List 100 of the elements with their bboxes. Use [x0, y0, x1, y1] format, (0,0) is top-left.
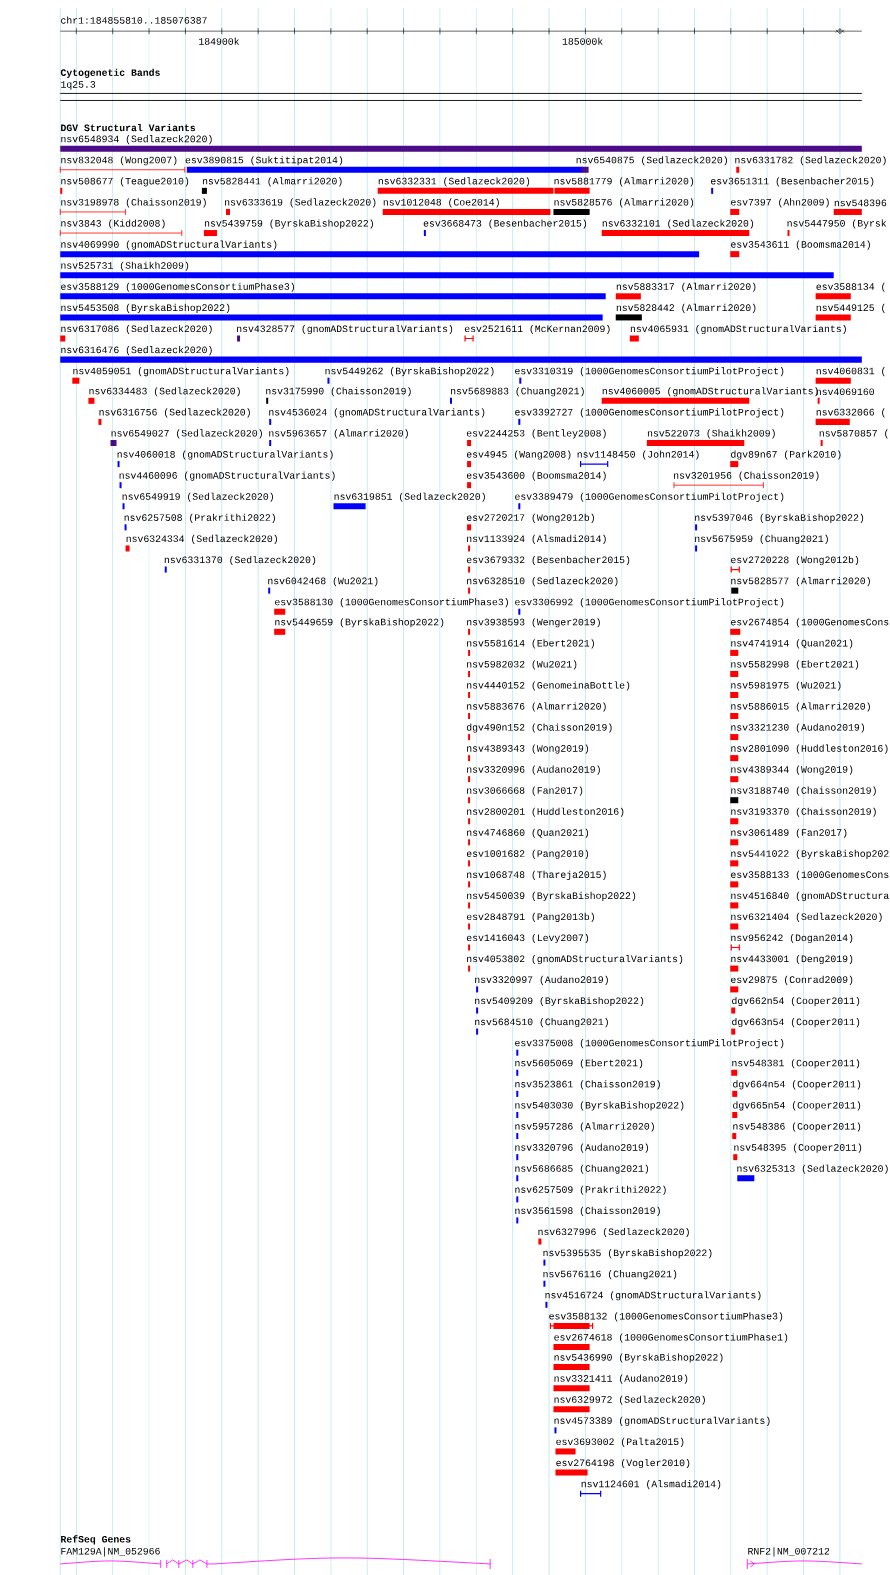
variant-label: nsv3938593 (Wenger2019)	[467, 618, 600, 628]
variant-label: nsv3175990 (Chaisson2019)	[266, 387, 411, 397]
variant-label: nsv4433001 (Deng2019)	[731, 954, 853, 965]
variant-label: nsv4573389 (gnomADStructuralVariants)	[554, 1416, 770, 1426]
variant-label: esv2521611 (McKernan2009)	[464, 324, 610, 335]
variant-label: esv3679332 (Besenbacher2015)	[466, 555, 630, 566]
variant-label: nsv5870857 (	[819, 429, 888, 439]
position-label: chr1:184855810..185076387	[61, 16, 207, 24]
variant-label: nsv548396	[834, 199, 887, 207]
variant-label: esv3588130 (1000GenomesConsortiumPhase3)	[275, 598, 508, 608]
variant-label: nsv3561598 (Chaisson2019)	[515, 1206, 660, 1216]
variant-label: nsv6316756 (Sedlazeck2020)	[99, 408, 250, 418]
variant-label: dgv663n54 (Cooper2011)	[732, 1018, 860, 1028]
variant-label: nsv4053802 (gnomADStructuralVariants)	[467, 954, 683, 965]
variant-label: nsv6549027 (Sedlazeck2020)	[111, 429, 262, 439]
variant-label: nsv4069160	[816, 388, 875, 396]
variant-label: nsv5957286 (Almarri2020)	[515, 1122, 654, 1132]
band-label: 1q25.3	[61, 81, 96, 90]
variant-label: nsv3320796 (Audano2019)	[515, 1143, 649, 1153]
variant-label: nsv956242 (Dogan2014)	[731, 933, 853, 944]
variant-label: nsv6257509 (Prakrithi2022)	[515, 1185, 666, 1195]
variant-label: nsv6332066 (	[816, 408, 885, 418]
variant-label: nsv1124601 (Alsmadi2014)	[581, 1480, 721, 1490]
variant-label: nsv6540875 (Sedlazeck2020)	[576, 156, 727, 166]
variant-label: nsv6328510 (Sedlazeck2020)	[467, 577, 618, 587]
variant-label: nsv5981975 (Wu2021)	[731, 681, 841, 691]
variant-label: nsv6257508 (Prakrithi2022)	[124, 513, 275, 523]
variant-label: esv2244253 (Bentley2008)	[466, 429, 606, 439]
variant-label: nsv5605069 (Ebert2021)	[515, 1059, 643, 1069]
variant-label: esv3651311 (Besenbacher2015)	[711, 177, 874, 187]
variant-label: nsv548395 (Cooper2011)	[734, 1143, 862, 1153]
variant-label: nsv522073 (Shaikh2009)	[647, 429, 775, 439]
variant-label: nsv5828442 (Almarri2020)	[616, 303, 756, 313]
variant-label: esv2674854 (1000GenomesCons	[731, 618, 889, 628]
variant-label: esv3375008 (1000GenomesConsortiumPilotProject)	[515, 1039, 784, 1049]
variant-label: nsv5436990 (ByrskaBishop2022)	[554, 1353, 723, 1363]
variant-label: nsv5397046 (ByrskaBishop2022)	[695, 513, 864, 523]
variant-label: nsv5450039 (ByrskaBishop2022)	[467, 891, 636, 901]
track-title: Cytogenetic Bands	[60, 68, 160, 78]
variant-label: nsv3320997 (Audano2019)	[475, 975, 608, 985]
variant-label: nsv4065931 (gnomADStructuralVariants)	[630, 324, 846, 335]
variant-label: esv2720217 (Wong2012b)	[466, 513, 594, 523]
variant-label: esv7397 (Ahn2009)	[731, 198, 829, 208]
variant-label: nsv4060018 (gnomADStructuralVariants)	[117, 450, 333, 460]
variant-label: nsv6325313 (Sedlazeck2020)	[737, 1164, 888, 1174]
variant-label: nsv3061489 (Fan2017)	[731, 828, 847, 838]
variant-label: nsv3523861 (Chaisson2019)	[515, 1080, 660, 1090]
variant-label: nsv6319851 (Sedlazeck2020)	[334, 492, 485, 502]
variant-label: nsv3066668 (Fan2017)	[467, 786, 583, 796]
variant-label: nsv1068748 (Thareja2015)	[467, 870, 606, 880]
variant-label: nsv525731 (Shaikh2009)	[61, 261, 189, 271]
variant-label: nsv5439759 (ByrskaBishop2022)	[205, 219, 373, 229]
variant-label: nsv6549919 (Sedlazeck2020)	[122, 492, 273, 502]
variant-label: esv3543611 (Boomsma2014)	[731, 240, 870, 250]
variant-label: nsv4536024 (gnomADStructuralVariants)	[269, 408, 485, 418]
variant-label: nsv5982032 (Wu2021)	[467, 660, 577, 670]
variant-label: nsv4328577 (gnomADStructuralVariants)	[237, 324, 453, 335]
variant-label: nsv4059051 (gnomADStructuralVariants)	[73, 367, 289, 377]
gene-label: RNF2|NM_007212	[748, 1547, 830, 1557]
variant-label: esv1001682 (Pang2010)	[466, 849, 589, 859]
variant-label: nsv5676116 (Chuang2021)	[543, 1270, 677, 1280]
variant-label: nsv4516724 (gnomADStructuralVariants)	[545, 1291, 761, 1301]
variant-label: nsv5881779 (Almarri2020)	[554, 177, 694, 187]
variant-label: esv1416043 (Levy2007)	[466, 933, 589, 944]
variant-label: nsv5447950 (Byrsk	[787, 219, 887, 229]
variant-label: nsv5582998 (Ebert2021)	[731, 660, 859, 670]
variant-label: nsv548381 (Cooper2011)	[732, 1059, 860, 1069]
variant-label: esv2764198 (Vogler2010)	[556, 1458, 690, 1469]
variant-label: nsv548386 (Cooper2011)	[733, 1122, 861, 1132]
variant-label: nsv2801090 (Huddleston2016)	[731, 744, 888, 754]
variant-label: nsv4741914 (Quan2021)	[731, 639, 853, 649]
variant-label: nsv5684510 (Chuang2021)	[475, 1018, 608, 1028]
variant-label: nsv6333619 (Sedlazeck2020)	[225, 198, 376, 208]
variant-label: nsv4440152 (GenomeinaBottle)	[467, 681, 630, 691]
variant-label: esv2720228 (Wong2012b)	[731, 555, 859, 566]
variant-label: nsv4389344 (Wong2019)	[731, 765, 853, 775]
variant-label: nsv4069990 (gnomADStructuralVariants)	[61, 240, 277, 250]
variant-label: esv3392727 (1000GenomesConsortiumPilotProject)	[515, 408, 784, 418]
variant-label: dgv662n54 (Cooper2011)	[732, 996, 860, 1007]
tick-label: 185000k	[562, 37, 603, 45]
variant-label: esv3588129 (1000GenomesConsortiumPhase3)	[61, 282, 295, 292]
variant-label: esv2848791 (Pang2013b)	[466, 912, 594, 922]
variant-label: nsv5403030 (ByrskaBishop2022)	[515, 1101, 684, 1111]
variant-label: nsv4060005 (gnomADStructuralVariants)	[602, 387, 818, 397]
variant-label: nsv5675959 (Chuang2021)	[695, 534, 828, 544]
variant-label: nsv5963657 (Almarri2020)	[269, 429, 408, 439]
variant-label: nsv5449125 (	[816, 303, 885, 313]
variant-label: esv3310319 (1000GenomesConsortiumPilotProject)	[515, 367, 784, 377]
variant-label: nsv5441022 (ByrskaBishop202	[731, 849, 889, 859]
variant-label: nsv3201956 (Chaisson2019)	[674, 471, 819, 481]
variant-label: nsv4460096 (gnomADStructuralVariants)	[119, 471, 335, 481]
variant-label: nsv5828577 (Almarri2020)	[731, 577, 870, 587]
variant-label: nsv832048 (Wong2007)	[61, 156, 177, 166]
variant-label: nsv5449659 (ByrskaBishop2022)	[275, 618, 444, 628]
variant-label: esv3890815 (Suktitipat2014)	[185, 156, 343, 166]
variant-label: nsv6327996 (Sedlazeck2020)	[538, 1227, 689, 1238]
variant-label: nsv5883676 (Almarri2020)	[467, 702, 606, 712]
variant-label: esv2674618 (1000GenomesConsortiumPhase1)	[554, 1333, 788, 1343]
variant-label: nsv1133924 (Alsmadi2014)	[467, 534, 606, 544]
variant-label: nsv3320996 (Audano2019)	[467, 765, 600, 775]
